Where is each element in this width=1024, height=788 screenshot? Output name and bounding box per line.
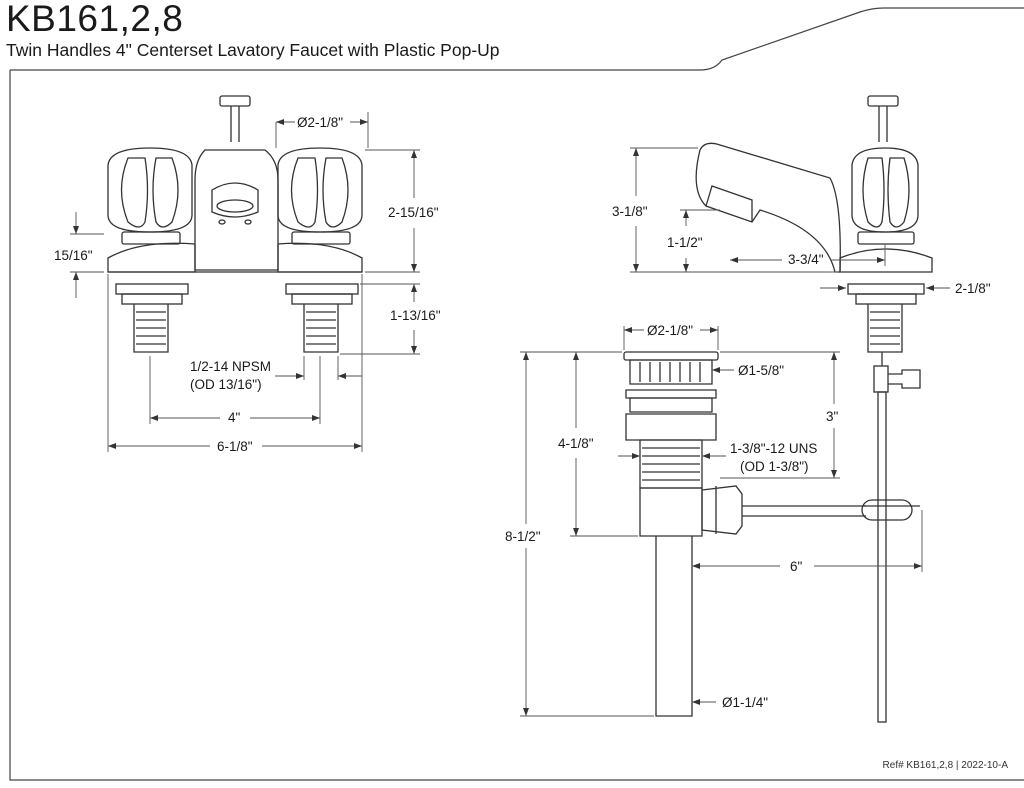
drain-view <box>623 351 866 717</box>
front-view-dimension-lines <box>70 112 420 452</box>
front-view <box>107 95 363 353</box>
drain-thread-spec-line2: (OD 1-3/8") <box>740 459 809 474</box>
front-overall-width-label: 6-1/8" <box>217 439 253 454</box>
drain-max-deck-label: 3" <box>826 409 839 424</box>
reference-footer: Ref# KB161,2,8 | 2022-10-A <box>882 760 1008 771</box>
drain-view-arrowheads <box>523 327 922 716</box>
front-thread-spec-line1: 1/2-14 NPSM <box>190 359 271 374</box>
side-base-to-shank-label: 2-1/8" <box>955 281 991 296</box>
drain-overall-length-label: 8-1/2" <box>505 529 541 544</box>
drain-flange-diameter-label: Ø2-1/8" <box>647 323 693 338</box>
drain-thread-spec-line1: 1-3/8"-12 UNS <box>730 441 817 456</box>
model-title: KB161,2,8 <box>6 0 184 39</box>
front-thread-spec-line2: (OD 13/16") <box>190 377 262 392</box>
front-base-thickness-label: 15/16" <box>54 248 93 263</box>
front-body-height-label: 2-15/16" <box>388 205 439 220</box>
side-view-dimension-lines <box>630 147 950 289</box>
front-shank-length-label: 1-13/16" <box>390 308 441 323</box>
drain-view-dimension-lines <box>520 326 923 717</box>
side-spout-reach-label: 3-3/4" <box>788 252 824 267</box>
sheet-frame <box>9 7 1024 781</box>
side-view-arrowheads <box>633 148 934 291</box>
side-overall-height-label: 3-1/8" <box>612 204 648 219</box>
drain-tail-diameter-label: Ø1-1/4" <box>722 695 768 710</box>
product-subtitle: Twin Handles 4" Centerset Lavatory Fauce… <box>6 40 500 60</box>
front-spout-diameter-label: Ø2-1/8" <box>297 115 343 130</box>
side-view <box>695 95 933 723</box>
side-spout-clearance-label: 1-1/2" <box>667 235 703 250</box>
drain-rod-length-label: 6" <box>790 559 803 574</box>
drain-cap-diameter-label: Ø1-5/8" <box>738 363 784 378</box>
front-centers-label: 4" <box>228 410 241 425</box>
drain-height-label: 4-1/8" <box>558 436 594 451</box>
front-view-arrowheads <box>73 119 417 449</box>
